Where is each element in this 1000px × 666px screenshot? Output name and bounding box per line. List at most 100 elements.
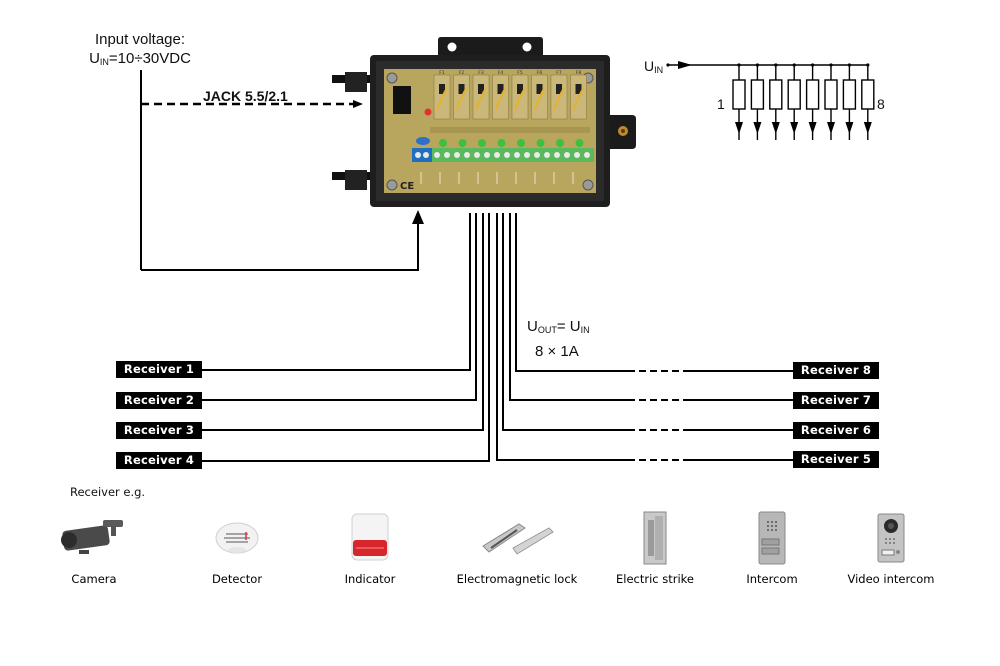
example-camera: Camera — [29, 508, 159, 587]
svg-text:CE: CE — [400, 181, 414, 192]
terminal-screw — [564, 152, 570, 158]
fuse-wire — [455, 87, 468, 111]
example-electric-strike: Electric strike — [590, 508, 720, 587]
fuse-symbol — [861, 79, 875, 110]
fuse-symbol — [769, 79, 783, 110]
terminal-screw — [444, 152, 450, 158]
fuse-label: F7 — [556, 70, 562, 76]
u-subscript: IN — [654, 65, 664, 75]
schematic-input-label: UIN — [644, 58, 663, 75]
status-led — [497, 139, 506, 147]
terminal-screw — [464, 152, 470, 158]
fuse-label: F4 — [498, 70, 504, 76]
output-arrow-icon — [790, 122, 799, 134]
example-label: Electromagnetic lock — [456, 572, 578, 586]
receiver-7-label: Receiver 7 — [793, 392, 879, 409]
receiver-6-label: Receiver 6 — [793, 422, 879, 439]
terminal-strip — [432, 148, 594, 162]
fuse-label: F1 — [439, 70, 445, 76]
fuse-wire — [533, 87, 546, 111]
fuse-wire — [553, 87, 565, 111]
camera-icon — [61, 519, 123, 554]
pcb-output-arrows — [420, 172, 574, 184]
example-label: Detector — [211, 572, 263, 586]
in-subscript: IN — [580, 325, 590, 335]
status-led — [458, 139, 467, 147]
status-led — [478, 139, 486, 147]
output-wiring — [202, 213, 793, 462]
fuse-label: F5 — [517, 70, 523, 76]
receiver-2-label: Receiver 2 — [116, 392, 202, 409]
u-subscript: IN — [99, 57, 109, 67]
status-led — [575, 139, 584, 147]
wire-receiver-3 — [305, 213, 484, 431]
fuse-label: F6 — [537, 70, 543, 76]
example-detector: Detector — [172, 508, 302, 587]
wire-receiver-4 — [305, 213, 490, 462]
fuse — [439, 84, 445, 94]
fuse-label: F3 — [478, 70, 484, 76]
u-symbol: U — [527, 318, 538, 335]
input-voltage-label: Input voltage: UIN=10÷30VDC — [70, 30, 210, 72]
fuse-symbol — [732, 79, 746, 110]
screw-terminal-line — [141, 222, 419, 271]
input-voltage-title: Input voltage: — [94, 31, 186, 48]
fuse-wire — [494, 87, 507, 111]
example-label: Intercom — [746, 572, 798, 586]
out-subscript: OUT — [537, 325, 557, 335]
example-intercom: Intercom — [707, 508, 837, 587]
fuse-symbol — [805, 79, 820, 110]
output-arrow-icon — [771, 122, 780, 134]
fuse-wire — [475, 87, 487, 111]
terminal-screw — [494, 152, 500, 158]
fuse-last-index: 8 — [877, 96, 885, 112]
wire-receiver-6 — [502, 213, 628, 431]
status-led — [556, 139, 564, 147]
output-arrow-icon — [735, 122, 743, 134]
electromagnetic-lock-icon — [482, 523, 554, 555]
wire-receiver-2 — [305, 213, 477, 401]
example-label: Video intercom — [847, 572, 935, 586]
output-arrow-icon — [863, 122, 872, 134]
jack-connector-label: JACK 5.5/2.1 — [203, 88, 288, 104]
fuse — [517, 84, 523, 94]
terminal-arrowhead — [412, 210, 424, 224]
u-symbol: U — [89, 50, 100, 67]
terminal-screw — [474, 152, 480, 158]
terminal-screw — [584, 152, 590, 158]
fuse-first-index: 1 — [717, 96, 725, 112]
status-led — [517, 139, 525, 147]
electric-strike-icon — [643, 511, 667, 565]
fuse-symbol — [842, 79, 857, 110]
fuse — [556, 84, 562, 94]
example-label: Camera — [71, 572, 117, 586]
output-arrow-icon — [753, 122, 762, 134]
fuse-symbol — [787, 79, 801, 110]
video-intercom-icon — [877, 513, 905, 563]
fuse-wire — [572, 87, 585, 111]
output-terminals — [432, 148, 594, 162]
terminal-screw — [524, 152, 530, 158]
fuse — [458, 84, 465, 94]
receiver-4-label: Receiver 4 — [116, 452, 202, 469]
fuse-symbol — [750, 79, 765, 110]
terminal-screw — [434, 152, 440, 158]
wire-receiver-5 — [496, 213, 628, 461]
input-arrow-icon — [678, 61, 692, 69]
examples-title: Receiver e.g. — [70, 485, 146, 499]
status-led — [536, 139, 545, 147]
output-rating: 8 × 1A — [535, 343, 579, 360]
terminal-screw — [484, 152, 490, 158]
receiver-3-label: Receiver 3 — [116, 422, 202, 439]
receiver-5-label: Receiver 5 — [793, 451, 879, 468]
fuse-label: F2 — [459, 70, 465, 76]
fuse — [478, 84, 484, 94]
terminal-screw — [574, 152, 580, 158]
input-wiring — [140, 70, 424, 271]
wire-receiver-1 — [305, 213, 471, 371]
receiver-1-label: Receiver 1 — [116, 361, 202, 378]
voltage-range: =10÷30VDC — [108, 50, 191, 67]
